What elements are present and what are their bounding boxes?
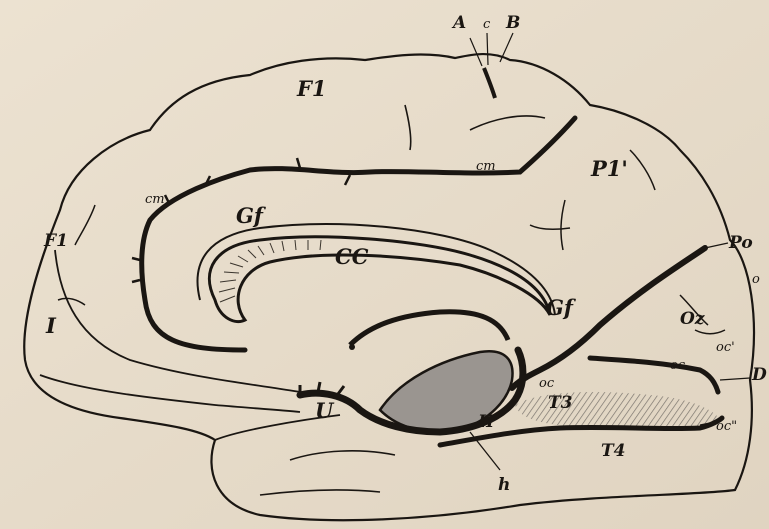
label-cm-left: cm — [145, 192, 165, 207]
label-oc-mid: oc — [670, 358, 686, 373]
label-F1-top: F1 — [296, 76, 327, 101]
label-Oz: Oz — [680, 309, 705, 329]
label-oc-double: oc" — [716, 419, 737, 434]
label-cm-right: cm — [476, 159, 496, 174]
label-oc-prime: oc' — [716, 340, 735, 355]
label-H: H — [477, 412, 495, 432]
label-A: A — [451, 13, 466, 33]
label-F1-left: F1 — [43, 231, 68, 251]
label-Gf-right: Gf — [546, 295, 577, 320]
label-c: c — [483, 17, 491, 32]
label-T4: T4 — [601, 441, 625, 461]
label-D: D — [751, 365, 767, 385]
label-B: B — [505, 13, 520, 33]
foramen-dot — [349, 344, 355, 350]
label-U: U — [315, 398, 335, 423]
label-CC: CC — [335, 244, 369, 269]
label-Gf-top: Gf — [236, 203, 267, 228]
label-o: o — [752, 272, 760, 287]
label-oc-small: oc — [539, 376, 555, 391]
label-P1: P1' — [590, 156, 628, 181]
label-I: I — [45, 313, 57, 338]
label-Po: Po — [728, 233, 753, 253]
label-T3: T3 — [548, 393, 573, 413]
label-h: h — [498, 475, 510, 495]
